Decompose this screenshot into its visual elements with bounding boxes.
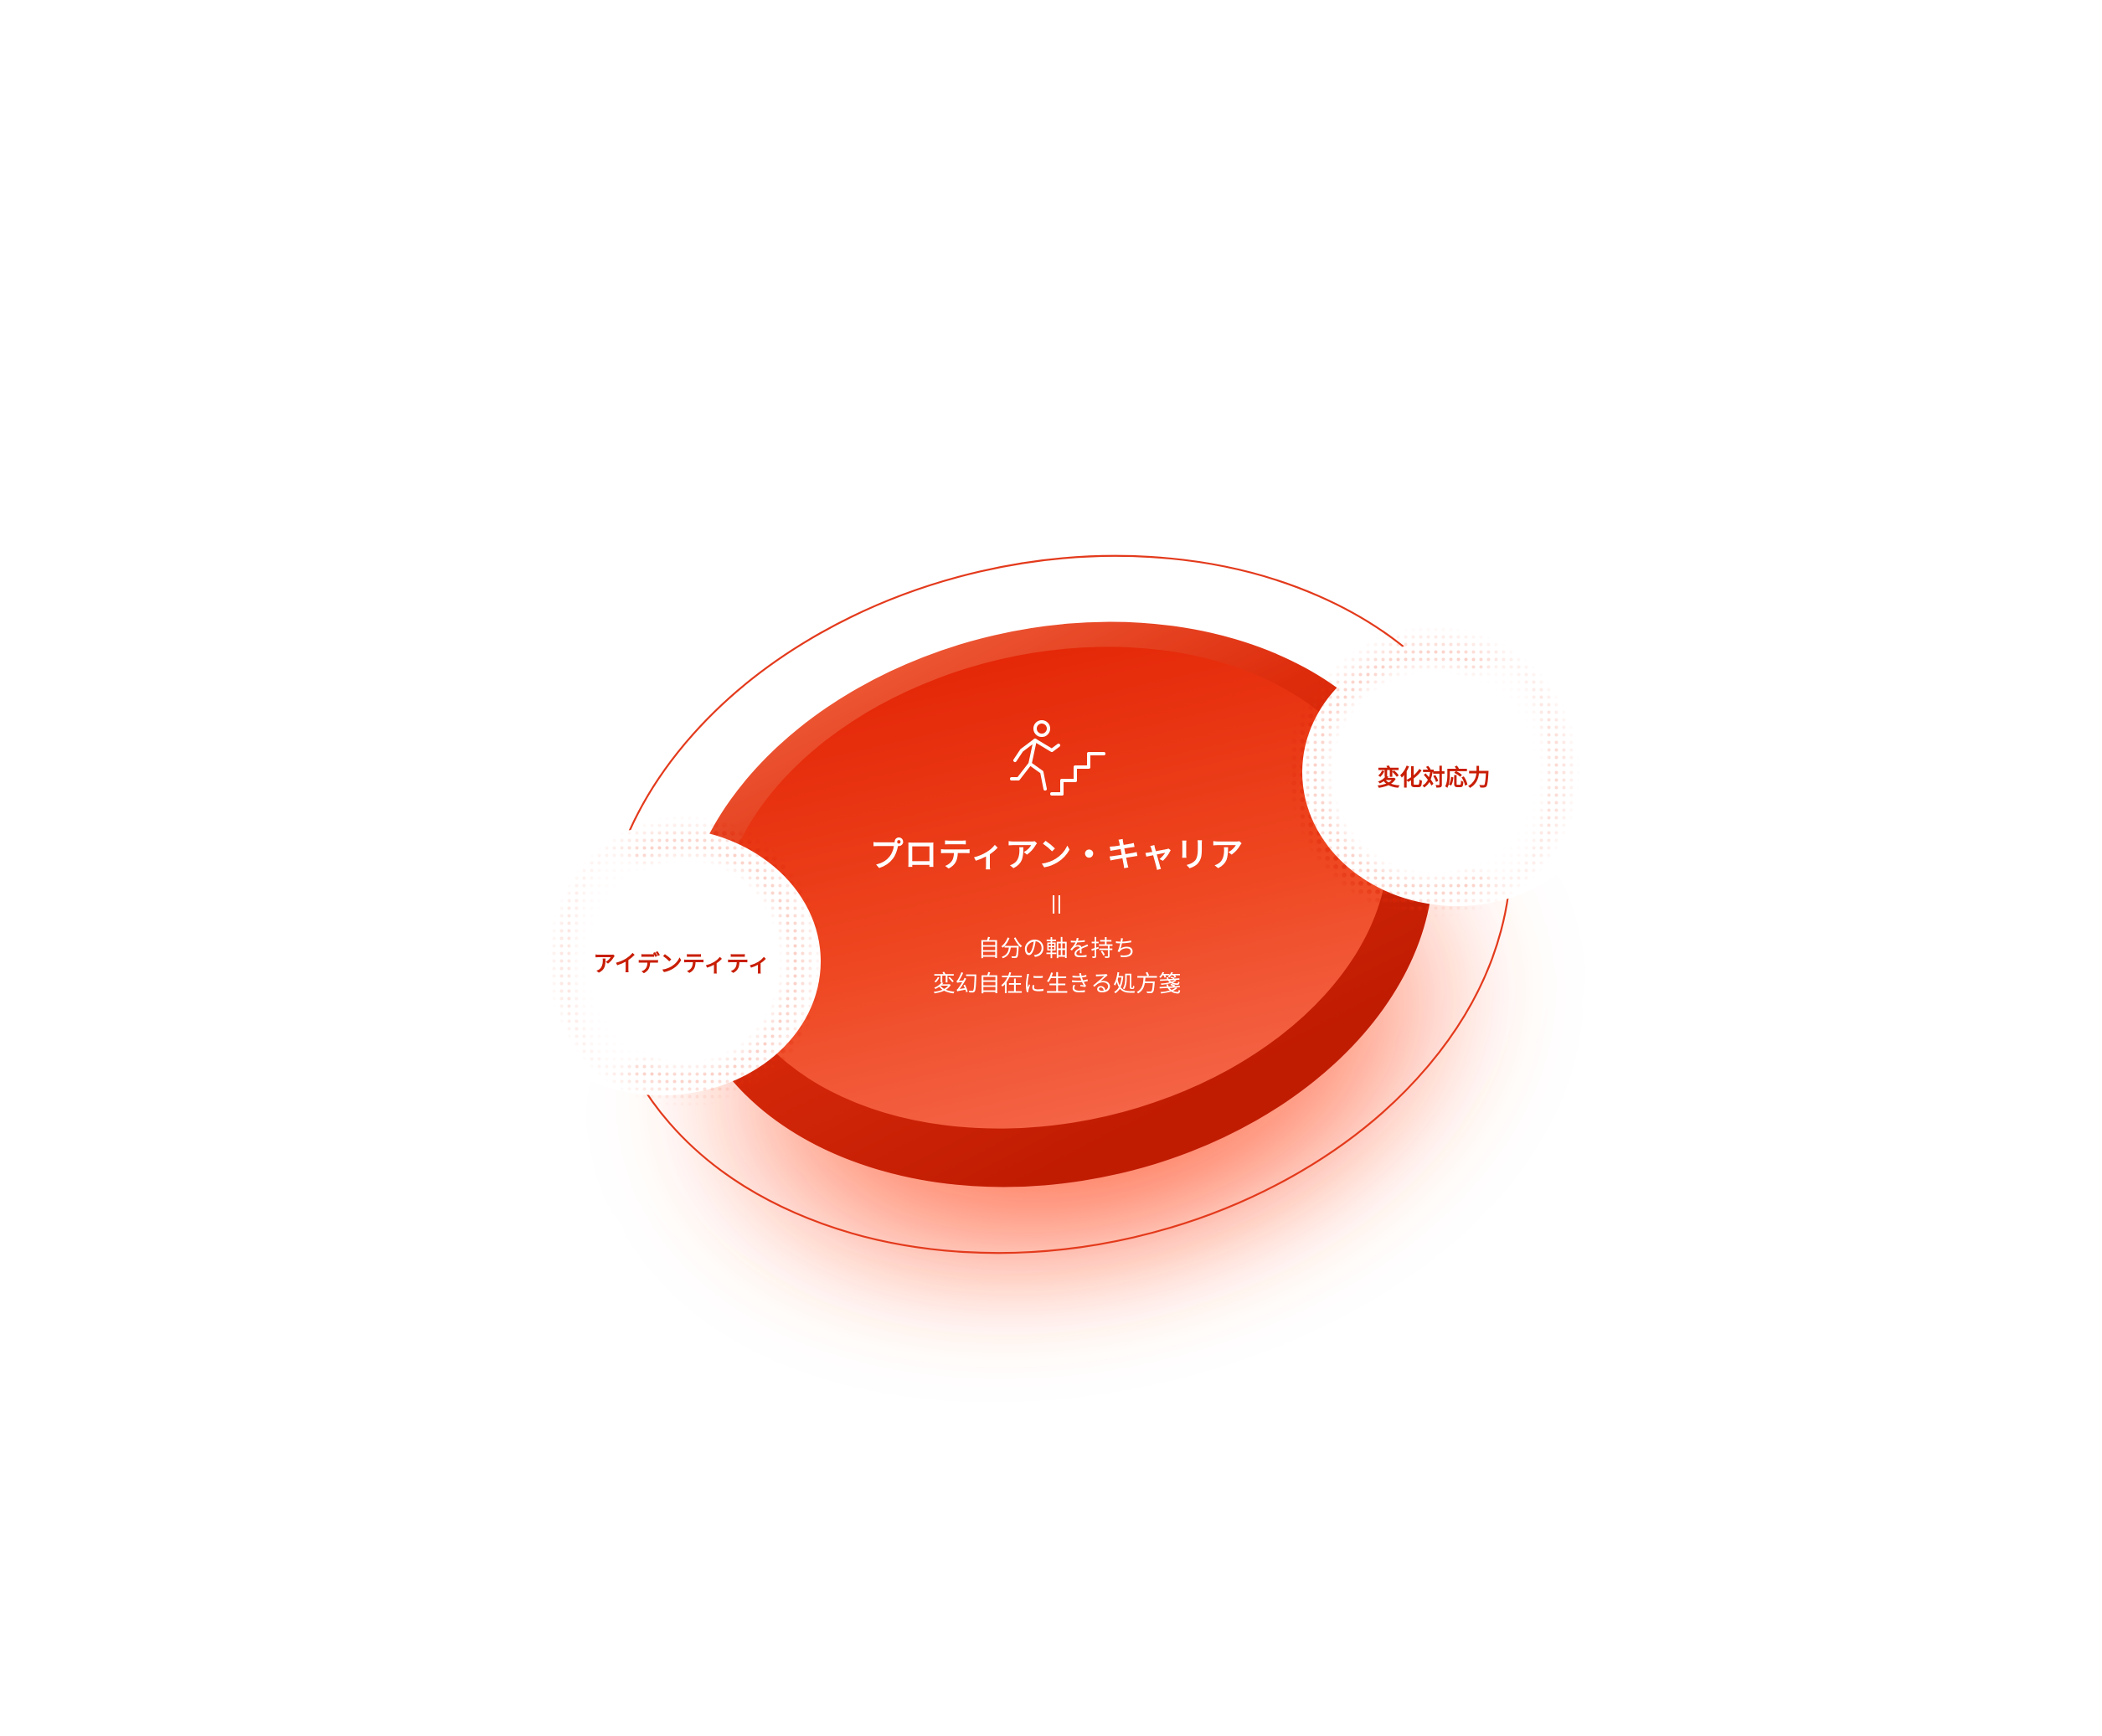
person-climbing-stairs-icon xyxy=(1010,720,1105,796)
identity-label: アイデンティティ xyxy=(593,950,770,977)
subtitle-line-2: 変幻自在に生きる処方箋 xyxy=(933,971,1181,997)
equals-mark: ＝ xyxy=(1040,892,1069,917)
protean-disc xyxy=(680,621,1434,1187)
subtitle-line-1: 自分の軸を持ち xyxy=(978,936,1136,962)
adaptability-label: 変化対応力 xyxy=(1378,765,1491,791)
page-title: プロティアン・キャリア xyxy=(870,836,1244,874)
disc-text: プロティアン・キャリア ＝ 自分の軸を持ち 変幻自在に生きる処方箋 xyxy=(870,836,1244,997)
cutout-soft-edges xyxy=(569,663,1549,1070)
